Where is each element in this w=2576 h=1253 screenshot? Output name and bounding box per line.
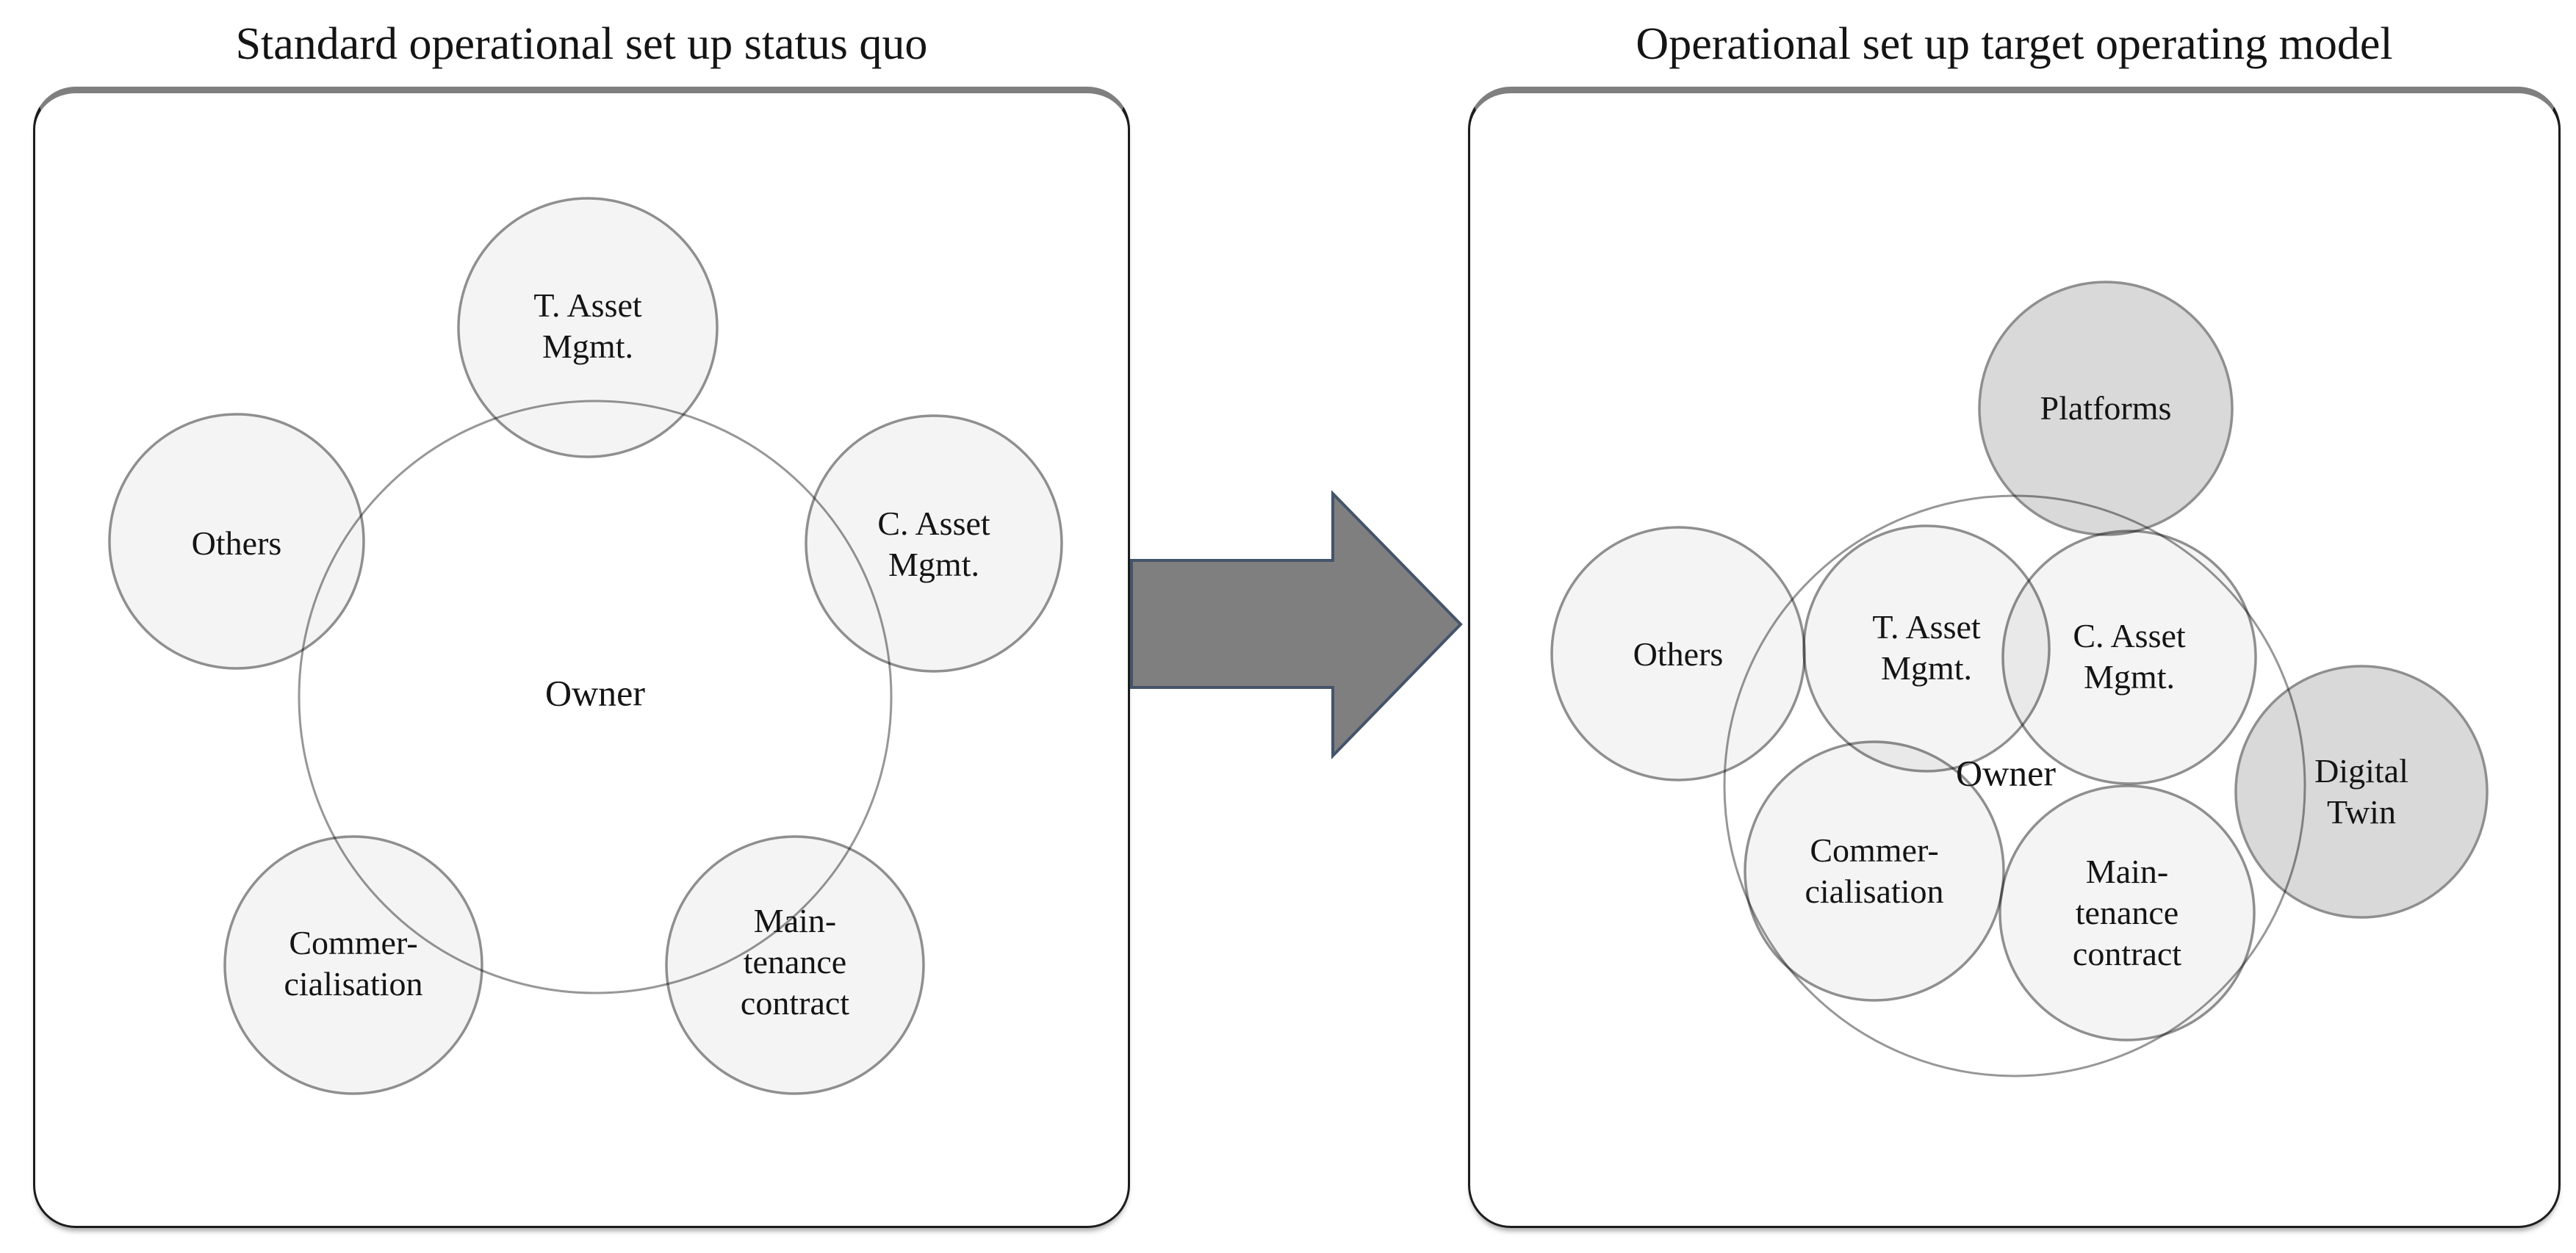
circle-digital-twin (2234, 665, 2489, 919)
status-quo-title: Standard operational set up status quo (235, 19, 928, 69)
target-model-panel (1468, 87, 2561, 1228)
label-owner-right: Owner (1955, 752, 2057, 794)
circle-maintenance-contract-right (1998, 784, 2256, 1041)
label-c-asset-mgmt-left: C. Asset Mgmt. (877, 504, 990, 583)
label-commercialisation-left: Commer- cialisation (284, 923, 423, 1003)
target-model-title: Operational set up target operating mode… (1636, 19, 2393, 69)
right-arrow-icon (1130, 490, 1463, 759)
label-others-right: Others (1633, 635, 1724, 673)
label-t-asset-mgmt-left: T. Asset Mgmt. (533, 286, 642, 365)
circle-commercialisation-right (1744, 740, 2005, 1002)
label-commercialisation-right: Commer- cialisation (1805, 831, 1944, 910)
label-maintenance-contract-right: Main- tenance contract (2072, 852, 2182, 973)
circle-c-asset-mgmt-left (805, 414, 1063, 673)
label-digital-twin: Digital Twin (2314, 751, 2408, 831)
circle-maintenance-contract-left (665, 835, 925, 1095)
label-owner-left: Owner (544, 672, 646, 714)
label-maintenance-contract-left: Main- tenance contract (740, 901, 850, 1022)
circle-platforms (1978, 281, 2234, 536)
label-others-left: Others (191, 524, 282, 562)
status-quo-panel (33, 87, 1130, 1228)
label-platforms: Platforms (2040, 389, 2172, 427)
circle-commercialisation-left (223, 835, 483, 1095)
label-c-asset-mgmt-right: C. Asset Mgmt. (2073, 616, 2186, 696)
label-t-asset-mgmt-right: T. Asset Mgmt. (1872, 607, 1981, 687)
circle-others-left (108, 413, 365, 670)
circle-t-asset-mgmt-left (457, 197, 719, 458)
